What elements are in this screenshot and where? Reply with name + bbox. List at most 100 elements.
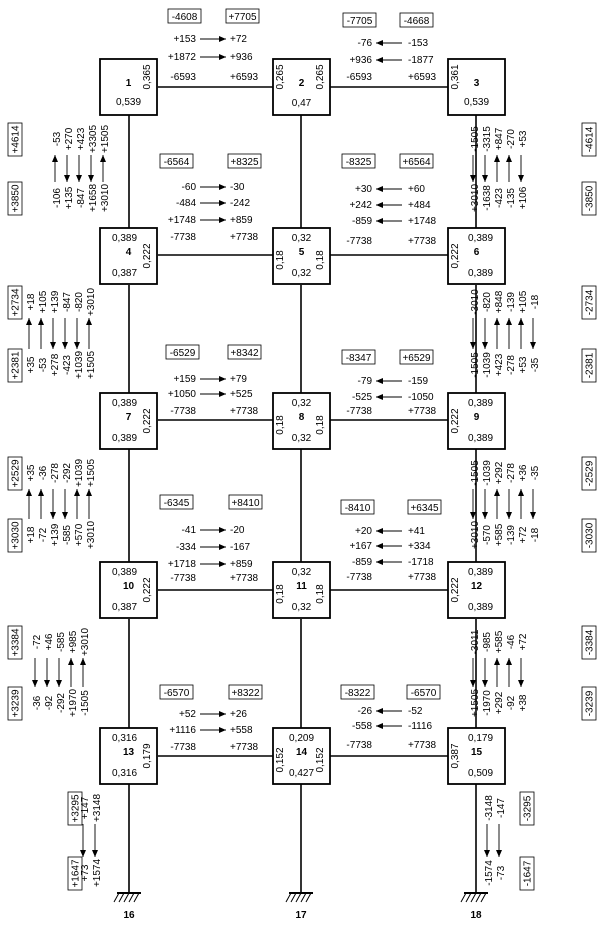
force-value: +106	[518, 186, 529, 209]
force-value: -1638	[482, 185, 493, 211]
force-value: +585	[494, 523, 505, 546]
moment-box-text: -2381	[585, 352, 596, 378]
force-value: +36	[518, 464, 529, 481]
support-17: 17	[285, 892, 313, 921]
moment-box-text: -6570	[411, 688, 437, 699]
force-arrow	[518, 155, 524, 182]
force-arrow	[200, 727, 226, 733]
force-value: -72	[32, 634, 43, 649]
force-value: +7738	[408, 406, 437, 417]
force-arrow	[470, 489, 476, 519]
node-value: 0,539	[116, 97, 141, 108]
moment-box: -1647	[519, 856, 535, 891]
node-value: 0,32	[292, 398, 312, 409]
force-value: -53	[52, 131, 63, 146]
node-number: 1	[126, 78, 132, 89]
force-value: -585	[56, 632, 67, 652]
force-value: -7738	[346, 236, 372, 247]
force-value: +848	[494, 290, 505, 313]
force-arrow	[530, 318, 536, 349]
force-value: +3010	[80, 628, 91, 657]
force-value: +7738	[408, 236, 437, 247]
beam-forces-8: -8410+6345+20+41+167+334-859-1718-7738+7…	[340, 499, 442, 583]
force-value: +1039	[74, 459, 85, 488]
moment-box: -4668	[399, 12, 434, 28]
force-value: -72	[38, 527, 49, 542]
force-value: -1050	[408, 392, 434, 403]
force-value: +3010	[86, 521, 97, 550]
moment-box-text: +6529	[402, 353, 431, 364]
moment-box: +3384	[7, 625, 23, 660]
node-value: 0,222	[450, 577, 461, 602]
force-value: +18	[26, 526, 37, 543]
force-value: +423	[76, 127, 87, 150]
force-arrow	[200, 217, 226, 223]
node-number: 14	[296, 747, 308, 758]
force-value: +585	[494, 630, 505, 653]
force-value: +35	[26, 356, 37, 373]
force-arrow	[200, 561, 226, 567]
force-value: -79	[358, 376, 373, 387]
moment-box-text: +8325	[230, 157, 259, 168]
force-arrow	[376, 543, 402, 549]
force-value: -46	[506, 634, 517, 649]
force-value: +20	[355, 526, 372, 537]
moment-box-text: -8410	[345, 503, 371, 514]
node-value: 0,387	[112, 268, 137, 279]
moment-box-text: +2381	[11, 351, 22, 380]
node-value: 0,222	[450, 243, 461, 268]
force-value: +72	[518, 633, 529, 650]
node-number: 6	[474, 247, 480, 258]
beam-forces-7: -6345+8410-41-20-334-167+1718+859-7738+7…	[159, 494, 263, 584]
force-value: +334	[408, 541, 431, 552]
force-value: +38	[518, 694, 529, 711]
force-value: -242	[230, 198, 250, 209]
force-value: +1872	[168, 52, 197, 63]
force-value: -859	[352, 216, 372, 227]
moment-box: +4614	[7, 122, 23, 157]
node-number: 13	[123, 747, 135, 758]
node-value: 0,389	[468, 398, 493, 409]
force-value: -585	[62, 525, 73, 545]
force-value: +1505	[100, 125, 111, 154]
moment-box-text: -8322	[345, 688, 371, 699]
node-value: 0,18	[315, 415, 326, 435]
moment-box: -3850	[581, 181, 597, 216]
node-value: 0,179	[468, 733, 493, 744]
node-value: 0,18	[315, 250, 326, 270]
moment-box-text: +3850	[11, 184, 22, 213]
force-arrow	[376, 708, 402, 714]
force-value: -18	[530, 527, 541, 542]
force-value: -1505	[470, 126, 481, 152]
force-arrow	[376, 378, 402, 384]
moment-box-text: -7705	[347, 16, 373, 27]
node-value: 0,539	[464, 97, 489, 108]
force-value: +278	[50, 353, 61, 376]
force-value: -36	[32, 695, 43, 710]
moment-box: +3295	[67, 791, 83, 826]
force-value: +985	[68, 630, 79, 653]
force-value: +3010	[100, 184, 111, 213]
column-forces-3: +2734+2381+18+35+105-53+139+278-847-423-…	[7, 285, 97, 383]
column-forces-5: +2529+3030+35+18-36-72-278+139-292-585+1…	[7, 456, 97, 553]
force-value: -18	[530, 294, 541, 309]
moment-box-text: -4668	[404, 16, 430, 27]
force-value: +484	[408, 200, 431, 211]
node-number: 5	[299, 247, 305, 258]
force-arrow	[200, 711, 226, 717]
node-value: 0,389	[112, 233, 137, 244]
column-forces-9: +3295+1647+147+73+3148+1574	[67, 791, 103, 891]
moment-box: +2529	[7, 456, 23, 491]
force-value: +242	[349, 200, 372, 211]
force-value: +41	[408, 526, 425, 537]
moment-box-text: +1647	[71, 859, 82, 888]
force-arrow	[76, 155, 82, 182]
force-value: +3305	[88, 125, 99, 154]
moment-box: +3850	[7, 181, 23, 216]
node-value: 0,222	[142, 243, 153, 268]
